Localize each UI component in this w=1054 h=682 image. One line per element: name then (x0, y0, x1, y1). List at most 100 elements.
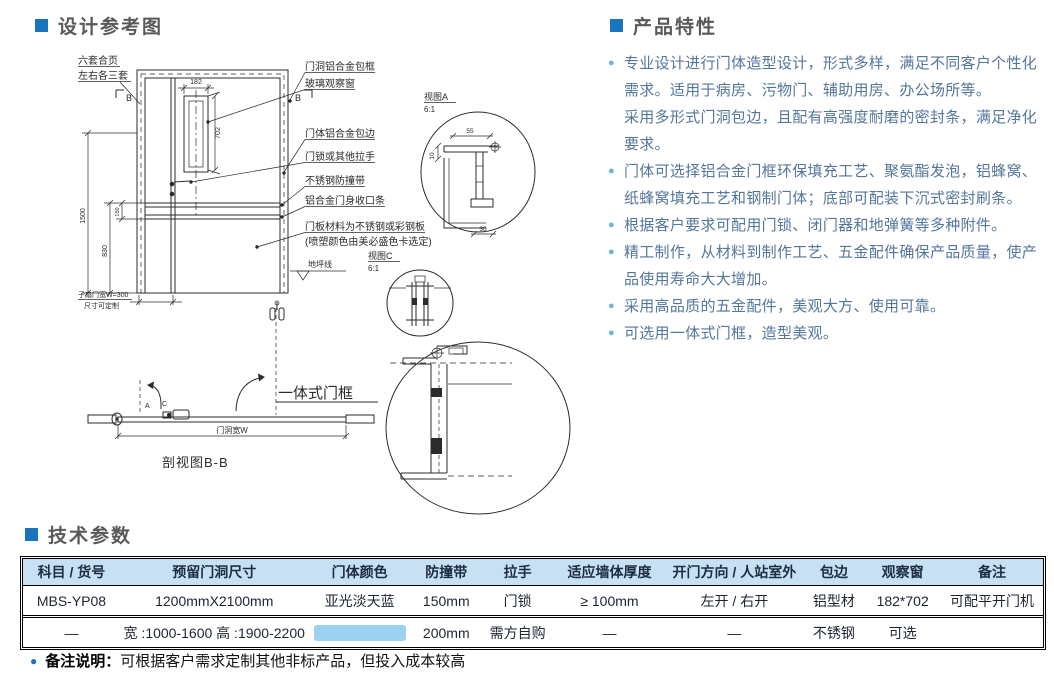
view-c-label: 视图C (368, 250, 393, 261)
table-header-row: 科目 / 货号 预留门洞尺寸 门体颜色 防撞带 拉手 适应墙体厚度 开门方向 /… (23, 559, 1043, 586)
table-cell: 可配平开门机 (940, 585, 1043, 618)
remark-note: ● 备注说明：可根据客户需求定制其他非标产品，但投入成本较高 (30, 650, 465, 671)
section-title-text: 产品特性 (633, 17, 718, 38)
table-row: — 宽 :1000-1600 高 :1900-2200 200mm 需方自购 —… (23, 617, 1043, 648)
dim-door-height: 1500 (80, 208, 87, 224)
section-marker-icon (610, 19, 623, 32)
table-cell: 需方自购 (489, 624, 546, 641)
note-text: 可根据客户需求定制其他非标产品，但投入成本较高 (120, 653, 466, 670)
integrated-frame-detail (385, 341, 571, 515)
table-cell: 铝型材 (803, 585, 865, 618)
callout-frame: 门洞铝合金包框 (305, 60, 375, 73)
list-item: ● 专业设计进行门体造型设计，形式多样，满足不同客户个性化需求。适用于病房、污物门… (608, 50, 1052, 158)
dim-window-width: 182 (190, 79, 202, 86)
view-a-scale: 6:1 (424, 105, 436, 114)
bullet-dot-icon: ● (608, 219, 615, 231)
door-color-swatch (313, 624, 406, 641)
view-a-label: 视图A (424, 91, 448, 102)
door-front-view: 182 702 1500 830 150 子扇门宽W=300 尺寸可定制 B (78, 54, 432, 310)
dim-view-a-top: 55 (466, 128, 474, 135)
section-title-text: 技术参数 (48, 526, 133, 547)
table-cell (941, 617, 1043, 648)
feature-text: 精工制作，从材料到制作工艺、五金配件确保产品质量，使产品使用寿命大大增加。 (623, 244, 1038, 288)
view-c-scale: 6:1 (368, 264, 380, 273)
section-title-text: 设计参考图 (58, 17, 164, 38)
list-item: ● 根据客户要求可配用门锁、闭门器和地弹簧等多种附件。 (608, 212, 1052, 239)
dim-band-gap: 150 (115, 207, 121, 216)
design-reference-diagram: 182 702 1500 830 150 子扇门宽W=300 尺寸可定制 B (78, 54, 571, 515)
section-marker-b-right: B (295, 93, 301, 103)
list-item: ● 精工制作，从材料到制作工艺、五金配件确保产品质量，使产品使用寿命大大增加。 (608, 239, 1052, 293)
table-cell: — (727, 624, 742, 641)
callout-ground-line: 地坪线 (308, 259, 332, 269)
table-cell: 200mm (422, 624, 470, 641)
callout-panel-line2: (喷塑颜色由美必盛色卡选定) (305, 235, 432, 248)
tech-specs-table: 科目 / 货号 预留门洞尺寸 门体颜色 防撞带 拉手 适应墙体厚度 开门方向 /… (20, 556, 1046, 650)
table-cell: 不锈钢 (812, 624, 855, 641)
dim-window-height: 702 (215, 127, 222, 139)
section-bb-label: 剖视图B-B (162, 455, 229, 470)
view-c-detail: 视图C 6:1 (368, 250, 454, 337)
callout-strip: 铝合金门身收口条 (305, 194, 385, 207)
bullet-dot-icon: ● (608, 57, 615, 69)
dim-view-a-bottom: 30 (479, 226, 487, 233)
bullet-dot-icon: ● (608, 327, 615, 339)
table-header-cell: 科目 / 货号 (23, 559, 120, 586)
table-header-cell: 包边 (803, 559, 865, 586)
table-cell: 宽 :1000-1600 高 :1900-2200 (123, 624, 305, 641)
feature-text: 根据客户要求可配用门锁、闭门器和地弹簧等多种附件。 (623, 217, 1007, 234)
callout-lock: 门锁或其他拉手 (305, 150, 375, 163)
list-item: ● 采用高品质的五金配件，美观大方、使用可靠。 (608, 293, 1052, 320)
design-reference-section-title: 设计参考图 (35, 12, 163, 39)
table-cell: 182*702 (864, 585, 941, 618)
section-marker-icon (25, 528, 38, 541)
callout-window: 玻璃观察窗 (305, 77, 355, 90)
feature-text: 专业设计进行门体造型设计，形式多样，满足不同客户个性化需求。适用于病房、污物门、… (623, 55, 1038, 153)
table-header-cell: 拉手 (481, 559, 554, 586)
table-cell: — (64, 624, 79, 641)
view-a-detail: 视图A 6:1 55 10 30 (420, 91, 536, 238)
bullet-dot-icon: ● (608, 246, 615, 258)
list-item: ●门体可选择铝合金门框环保填充工艺、聚氨酯发泡，铝蜂窝、纸蜂窝填充工艺和钢制门体… (608, 158, 1052, 212)
table-header-cell: 备注 (940, 559, 1043, 586)
table-header-cell: 观察窗 (864, 559, 941, 586)
product-features-list: ● 专业设计进行门体造型设计，形式多样，满足不同客户个性化需求。适用于病房、污物门… (608, 50, 1052, 347)
table-header-cell: 预留门洞尺寸 (119, 559, 309, 586)
section-marker-b-left: B (126, 93, 132, 103)
tech-specs-section-title: 技术参数 (25, 521, 132, 548)
feature-text: 采用高品质的五金配件，美观大方、使用可靠。 (623, 298, 946, 315)
dim-lower-height: 830 (102, 245, 109, 257)
table-cell: 门锁 (481, 585, 554, 618)
table-cell: 左开 / 右开 (665, 585, 804, 618)
table-cell (309, 617, 411, 648)
integrated-frame-label: 一体式门框 (278, 385, 353, 402)
table-row: MBS-YP08 1200mmX2100mm 亚光淡天蓝 150mm 门锁 ≥ … (23, 585, 1043, 618)
callout-hinges-line2: 左右各三套 (78, 69, 128, 82)
list-item: ●可选用一体式门框，造型美观。 (608, 320, 1052, 347)
feature-text: 门体可选择铝合金门框环保填充工艺、聚氨酯发泡，铝蜂窝、纸蜂窝填充工艺和钢制门体；… (623, 163, 1038, 207)
marker-c: C (162, 401, 167, 408)
table-cell: ≥ 100mm (553, 585, 666, 618)
table-cell: 可选 (888, 624, 917, 641)
table-header-cell: 门体颜色 (308, 559, 411, 586)
callout-panel-line1: 门板材料为不锈钢或彩钢板 (305, 220, 425, 233)
table-header-cell: 开门方向 / 人站室外 (665, 559, 804, 586)
callout-hinges-line1: 六套合页 (78, 54, 118, 67)
note-label: 备注说明： (45, 653, 121, 670)
table-header-cell: 适应墙体厚度 (553, 559, 666, 586)
dim-opening-width: 门洞宽W (216, 425, 248, 435)
callout-edge: 门体铝合金包边 (305, 127, 375, 140)
section-marker-icon (35, 19, 48, 32)
callout-subleaf-custom: 尺寸可定制 (84, 301, 119, 310)
callout-bumper: 不锈钢防撞带 (305, 174, 365, 187)
callout-subleaf-width: 子扇门宽W=300 (78, 290, 128, 299)
dim-view-a-left: 10 (429, 152, 436, 160)
bullet-dot-icon: ● (30, 653, 38, 668)
product-features-section-title: 产品特性 (610, 12, 717, 39)
table-cell: 亚光淡天蓝 (308, 585, 411, 618)
table-cell: 1200mmX2100mm (119, 585, 309, 618)
table-cell: 150mm (410, 585, 482, 618)
table-cell: — (602, 624, 617, 641)
table-cell: MBS-YP08 (23, 585, 120, 618)
bullet-dot-icon: ● (608, 300, 615, 312)
